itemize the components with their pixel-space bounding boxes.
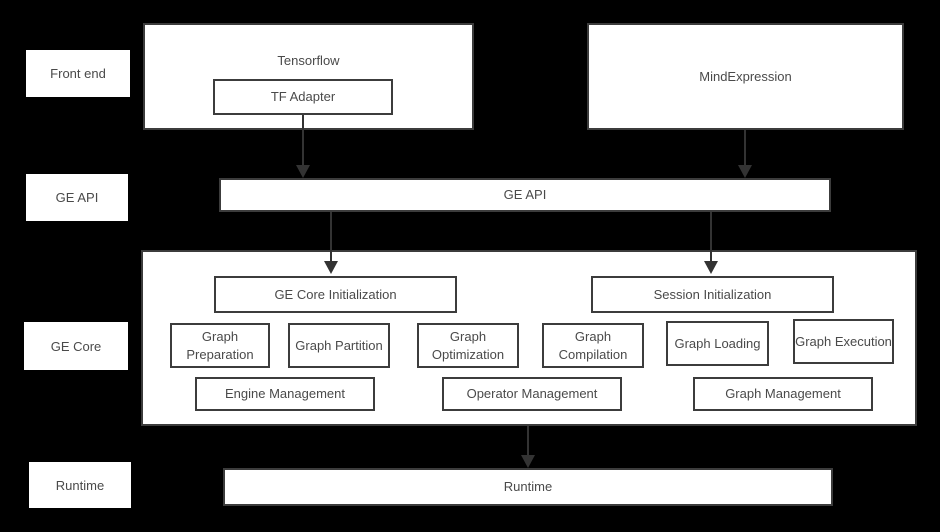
tf-adapter-box: TF Adapter bbox=[213, 79, 393, 115]
operator-management-box: Operator Management bbox=[442, 377, 622, 411]
layer-label-runtime-text: Runtime bbox=[55, 477, 105, 493]
graph-compilation-label: Graph Compilation bbox=[558, 328, 628, 362]
graph-loading-label: Graph Loading bbox=[674, 335, 761, 351]
graph-preparation-label: Graph Preparation bbox=[186, 328, 254, 362]
runtime-bar: Runtime bbox=[223, 468, 833, 506]
engine-management-label: Engine Management bbox=[225, 386, 345, 402]
arrow-tf-adapter-to-ge-api bbox=[296, 115, 310, 178]
graph-optimization-box: Graph Optimization bbox=[417, 323, 519, 368]
graph-loading-box: Graph Loading bbox=[666, 321, 769, 366]
mind-expression-label: MindExpression bbox=[699, 68, 792, 84]
layer-label-front-end-text: Front end bbox=[50, 66, 106, 81]
operator-management-label: Operator Management bbox=[466, 386, 598, 402]
layer-label-ge-api-text: GE API bbox=[55, 190, 99, 205]
layer-label-runtime: Runtime bbox=[29, 462, 131, 508]
graph-partition-label: Graph Partition bbox=[295, 337, 383, 353]
graph-execution-box: Graph Execution bbox=[793, 319, 894, 364]
graph-preparation-box: Graph Preparation bbox=[170, 323, 270, 368]
arrow-ge-api-to-session-initialization bbox=[704, 212, 718, 274]
arrow-ge-api-to-ge-core-initialization bbox=[324, 212, 338, 274]
ge-core-initialization-label: GE Core Initialization bbox=[274, 286, 397, 302]
graph-partition-box: Graph Partition bbox=[288, 323, 390, 368]
ge-api-bar: GE API bbox=[219, 178, 831, 212]
tensorflow-box: Tensorflow TF Adapter bbox=[143, 23, 474, 130]
graph-management-box: Graph Management bbox=[693, 377, 873, 411]
session-initialization-box: Session Initialization bbox=[591, 276, 834, 313]
graph-compilation-box: Graph Compilation bbox=[542, 323, 644, 368]
graph-execution-label: Graph Execution bbox=[795, 333, 892, 349]
engine-management-box: Engine Management bbox=[195, 377, 375, 411]
runtime-bar-label: Runtime bbox=[503, 479, 553, 495]
mind-expression-box: MindExpression bbox=[587, 23, 904, 130]
tensorflow-title: Tensorflow bbox=[277, 53, 340, 68]
layer-label-ge-api: GE API bbox=[26, 174, 128, 221]
ge-api-bar-label: GE API bbox=[503, 187, 547, 203]
arrow-mind-expression-to-ge-api bbox=[738, 130, 752, 178]
ge-core-initialization-box: GE Core Initialization bbox=[214, 276, 457, 313]
tf-adapter-label: TF Adapter bbox=[270, 89, 336, 105]
layer-label-front-end: Front end bbox=[26, 50, 130, 97]
layer-label-ge-core: GE Core bbox=[24, 322, 128, 370]
graph-management-label: Graph Management bbox=[725, 386, 841, 402]
layer-label-ge-core-text: GE Core bbox=[50, 338, 102, 354]
arrow-ge-core-to-runtime bbox=[521, 426, 535, 468]
session-initialization-label: Session Initialization bbox=[653, 286, 772, 302]
ge-core-box: GE Core Initialization Session Initializ… bbox=[141, 250, 917, 426]
graph-optimization-label: Graph Optimization bbox=[431, 328, 505, 362]
